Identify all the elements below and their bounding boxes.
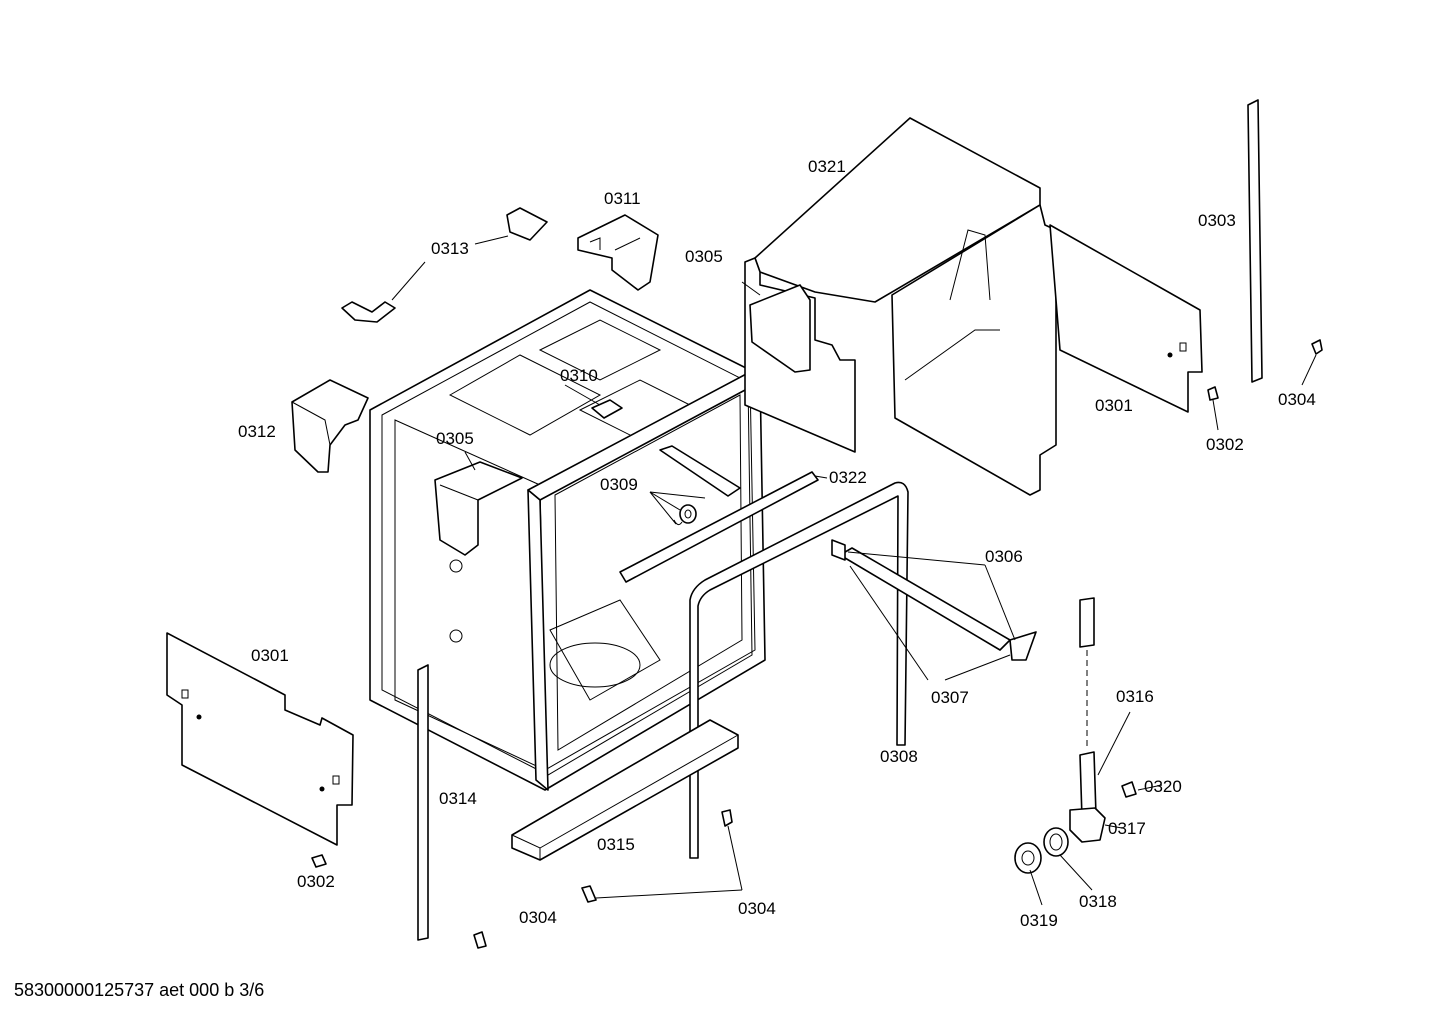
strip-0303 (1247, 99, 1263, 383)
seal-0314 (417, 664, 429, 941)
hose-0316 (1079, 597, 1097, 819)
housing-0311 (577, 214, 659, 291)
tub-assembly (369, 289, 766, 791)
callout-0302-right: 0302 (1206, 435, 1244, 454)
cap-0319 (1014, 842, 1042, 874)
callout-0308: 0308 (880, 747, 918, 766)
drawing-reference-number: 58300000125737 aet 000 b 3/6 (14, 980, 265, 1000)
rod-0306 (831, 539, 1037, 661)
callout-0303: 0303 (1198, 211, 1236, 230)
callout-0318: 0318 (1079, 892, 1117, 911)
strip-0322 (619, 471, 819, 583)
hinge-0309 (659, 445, 741, 526)
elbow-0317 (1069, 807, 1106, 843)
callout-0312: 0312 (238, 422, 276, 441)
callout-0309: 0309 (600, 475, 638, 494)
bracket-0313-top (506, 207, 548, 241)
callout-0321: 0321 (808, 157, 846, 176)
callout-0301-right: 0301 (1095, 396, 1133, 415)
callout-0301-left: 0301 (251, 646, 289, 665)
bracket-0313-bottom (341, 301, 396, 323)
callout-0317: 0317 (1108, 819, 1146, 838)
callout-0314: 0314 (439, 789, 477, 808)
callout-0320: 0320 (1144, 777, 1182, 796)
housing-0312 (291, 379, 369, 473)
callout-0316: 0316 (1116, 687, 1154, 706)
panel-0301-left (166, 632, 354, 846)
callout-0306: 0306 (985, 547, 1023, 566)
leader-lines (391, 235, 1317, 906)
callout-0313: 0313 (431, 239, 469, 258)
callout-0302-left: 0302 (297, 872, 335, 891)
callout-0307: 0307 (931, 688, 969, 707)
callout-0304-right: 0304 (1278, 390, 1316, 409)
callout-0305-tub: 0305 (436, 429, 474, 448)
bracket-0305-tub (434, 461, 523, 556)
door-seal-0308 (689, 481, 909, 859)
ring-0318 (1043, 827, 1069, 857)
callout-0304-center: 0304 (738, 899, 776, 918)
rail-0315 (511, 719, 739, 861)
screws (311, 339, 1323, 949)
callout-0311: 0311 (604, 189, 641, 208)
callout-0322: 0322 (829, 468, 867, 487)
callout-0304-bottom: 0304 (519, 908, 557, 927)
clip-0310 (591, 399, 623, 419)
callout-0310: 0310 (560, 366, 598, 385)
callout-0305-top: 0305 (685, 247, 723, 266)
callout-labels: 0321 0311 0313 0305 0303 0310 0312 0305 … (238, 157, 1316, 930)
callout-0315: 0315 (597, 835, 635, 854)
callout-0319: 0319 (1020, 911, 1058, 930)
cover-0321 (744, 117, 1057, 496)
panel-0301-right (1049, 224, 1203, 413)
